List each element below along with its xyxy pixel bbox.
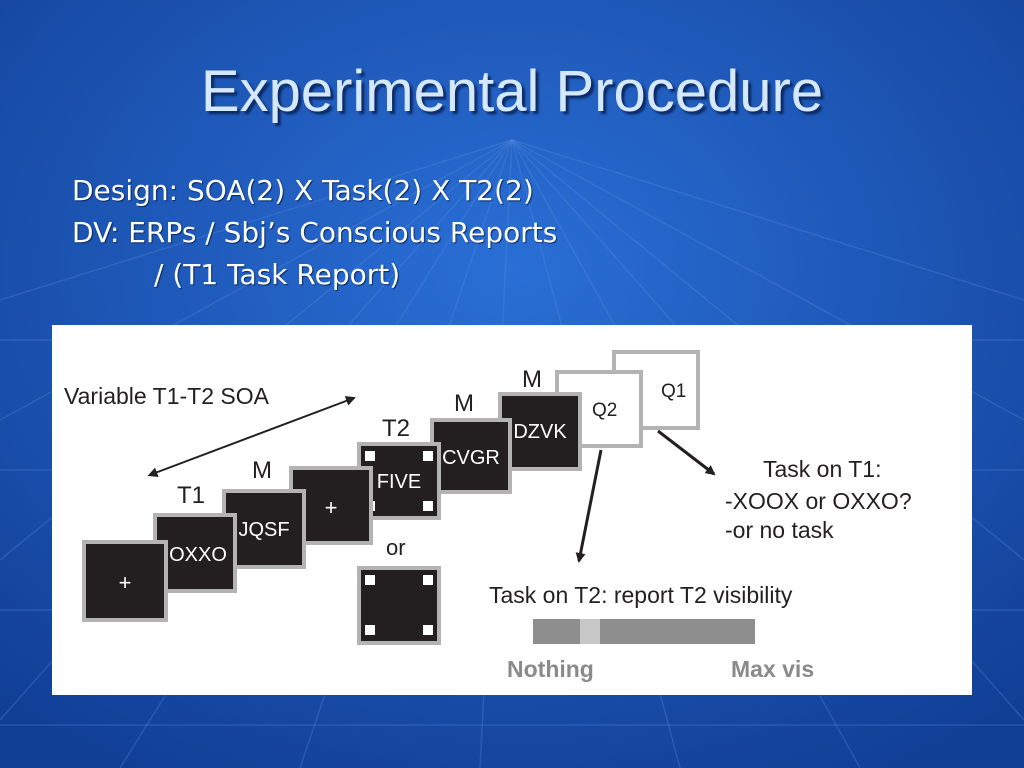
scale-min-label: Nothing bbox=[507, 656, 594, 682]
procedure-diagram: Variable T1-T2 SOA Q1 Q2 M DZVK M CVGR T… bbox=[64, 350, 912, 682]
t2-corner-square bbox=[365, 451, 375, 461]
t2-text: FIVE bbox=[377, 471, 421, 493]
procedure-figure: Variable T1-T2 SOA Q1 Q2 M DZVK M CVGR T… bbox=[52, 325, 972, 695]
slide-body: Design: SOA(2) X Task(2) X T2(2) DV: ERP… bbox=[72, 170, 557, 296]
m3-text: DZVK bbox=[513, 421, 567, 443]
fixation1-frame bbox=[82, 540, 168, 622]
m1-label: M bbox=[252, 457, 272, 484]
t2-absent-corner-square bbox=[365, 575, 375, 585]
soa-label: Variable T1-T2 SOA bbox=[64, 383, 270, 409]
dv-continuation-line: / (T1 Task Report) bbox=[154, 258, 401, 291]
arrow-to-t2-task bbox=[575, 449, 603, 563]
dv-line: DV: ERPs / Sbj’s Conscious Reports bbox=[72, 216, 558, 249]
design-line: Design: SOA(2) X Task(2) X T2(2) bbox=[72, 174, 534, 207]
t2-absent-corner-square bbox=[365, 625, 375, 635]
q2-text: Q2 bbox=[592, 400, 617, 421]
m3-frame bbox=[498, 392, 582, 471]
or-label: or bbox=[386, 535, 406, 560]
t1-text: OXXO bbox=[169, 544, 227, 566]
m2-label: M bbox=[454, 390, 474, 417]
fixation1-text: + bbox=[119, 570, 132, 595]
m2-text: CVGR bbox=[442, 447, 500, 469]
t2-corner-square bbox=[423, 501, 433, 511]
t2-corner-square bbox=[423, 451, 433, 461]
slide-title: Experimental Procedure bbox=[200, 59, 824, 124]
scale-max-label: Max vis bbox=[731, 656, 814, 682]
t1-label: T1 bbox=[177, 482, 205, 509]
fixation2-text: + bbox=[325, 495, 338, 520]
m1-frame bbox=[222, 489, 306, 569]
t1-task-option1: -XOOX or OXXO? bbox=[725, 488, 912, 514]
m1-text: JQSF bbox=[238, 519, 289, 541]
m3-label: M bbox=[522, 366, 542, 393]
t1-task-option2: -or no task bbox=[725, 517, 834, 543]
visibility-scale-bar bbox=[533, 619, 755, 644]
arrow-to-t1-task bbox=[657, 429, 716, 476]
q1-text: Q1 bbox=[661, 381, 686, 402]
t1-task-title: Task on T1: bbox=[763, 456, 881, 482]
visibility-scale-marker bbox=[580, 619, 600, 644]
t2-absent-corner-square bbox=[423, 575, 433, 585]
t2-absent-corner-square bbox=[423, 625, 433, 635]
t1-frame bbox=[153, 513, 237, 593]
t2-task-title: Task on T2: report T2 visibility bbox=[489, 582, 793, 608]
soa-double-arrow bbox=[147, 396, 356, 477]
t2-label: T2 bbox=[382, 415, 410, 442]
